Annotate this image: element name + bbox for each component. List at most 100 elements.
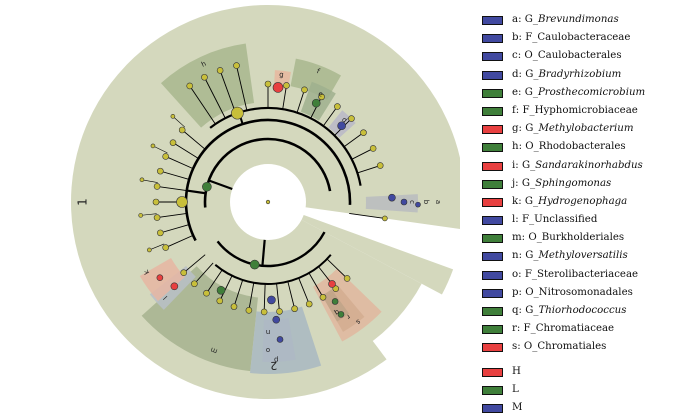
legend-swatch [482, 325, 503, 335]
legend-swatch [482, 252, 503, 262]
clade-highlight-h [160, 43, 255, 128]
legend-label: d: G_Bradyrhizobium [512, 68, 622, 80]
taxon-node [180, 269, 188, 277]
legend-label: k: G_Hydrogenophaga [512, 195, 628, 207]
legend-label: n: G_Methyloversatilis [512, 250, 628, 262]
taxon-node [162, 153, 169, 160]
phylum-sector-gap [268, 202, 454, 295]
legend-taxon-name: Hyphomicrobiaceae [534, 104, 638, 116]
biomarker-node-beta [249, 259, 260, 270]
legend-item-p: p: O_Nitrosomonadales [478, 286, 698, 304]
taxon-node [260, 308, 268, 316]
branch-leaf [157, 212, 187, 219]
biomarker-node-o [272, 315, 281, 324]
taxon-node [178, 126, 186, 134]
biomarker-node-s [328, 280, 336, 288]
taxon-node [152, 198, 160, 206]
legend-taxon-name: Sterolibacteriaceae [536, 268, 639, 280]
legend-class-label: H [512, 365, 521, 377]
legend-swatch [482, 34, 503, 44]
branch-leaf [219, 70, 237, 114]
legend-letter: g [512, 123, 519, 135]
legend-class-label: L [512, 383, 519, 395]
taxon-node [369, 145, 377, 152]
taxon-node [191, 280, 198, 288]
legend-swatch [482, 307, 503, 316]
biomarker-node-a [415, 201, 421, 208]
taxon-node [283, 82, 290, 89]
legend-item-g: g: G_Methylobacterium [478, 122, 698, 140]
branch-leaf [343, 132, 364, 148]
biomarker-node-m [216, 285, 226, 295]
branch-leaf [326, 258, 348, 279]
legend-letter: n [512, 250, 519, 262]
branch-leaf [181, 129, 206, 150]
taxon-node [162, 244, 169, 251]
legend-letter: h [512, 141, 519, 153]
legend-taxon-name: Hydrogenophaga [538, 195, 628, 207]
clade-letter-c: c [408, 200, 416, 204]
taxon-node [318, 93, 325, 101]
branch-root-1 [207, 179, 233, 191]
legend-letter: f [512, 104, 516, 116]
taxon-node [153, 214, 161, 221]
legend-rank: F [522, 104, 530, 116]
branch-root-2 [261, 239, 266, 266]
legend-letter: i [512, 159, 516, 171]
branch-leaf [165, 156, 194, 170]
legend-class-label: M [512, 401, 523, 413]
legend-taxon-name: Unclassified [534, 214, 598, 226]
root-node [265, 199, 271, 205]
legend-letter: p [512, 286, 519, 298]
legend-label: f: F_Hyphomicrobiaceae [512, 104, 638, 116]
legend-item-r: r: F_Chromatiaceae [478, 322, 698, 340]
legend-item-a: a: G_Brevundimonas [478, 13, 698, 31]
taxon-node [216, 67, 224, 74]
taxon-node [138, 213, 144, 218]
legend-taxon-name: Methyloversatilis [538, 250, 628, 262]
legend-label: g: G_Methylobacterium [512, 123, 634, 135]
legend-class-L: L [478, 383, 698, 401]
clade-letter-b: b [422, 200, 430, 205]
taxon-node-large [176, 196, 188, 208]
legend-label: o: F_Sterolibacteriaceae [512, 268, 639, 280]
taxon-node [301, 86, 308, 94]
legend-taxon-name: Burkholderiales [541, 232, 625, 244]
legend-taxon-name: Rhodobacterales [538, 141, 626, 153]
taxon-node [216, 297, 224, 305]
branch-leaf [219, 275, 233, 302]
legend-letter: q [512, 305, 519, 316]
legend-swatch [482, 16, 503, 25]
taxon-node [230, 303, 238, 310]
legend-label: i: G_Sandarakinorhabdus [512, 159, 643, 171]
taxon-node [343, 275, 351, 282]
branch-leaf [357, 165, 381, 174]
clade-letter-h: h [200, 60, 207, 69]
legend-rank: G [524, 195, 533, 207]
biomarker-node-q [337, 311, 345, 318]
biomarker-node-i [170, 282, 179, 291]
taxon-node [348, 115, 355, 122]
biomarker-node-c [388, 193, 396, 202]
taxon-node [170, 114, 176, 119]
legend-taxon-name: Methylobacterium [538, 123, 634, 135]
legend-swatch [482, 88, 503, 98]
legend-label: b: F_Caulobacteraceae [512, 32, 631, 44]
clade-letter-a: a [434, 200, 442, 204]
legend-taxon-name: Bradyrhizobium [538, 68, 622, 80]
clade-letter-k: k [142, 267, 151, 275]
clade-letter-r: r [345, 313, 352, 321]
clade-letter-n: n [266, 328, 270, 336]
clade-letter-f: f [316, 67, 322, 76]
biomarker-node-alpha [202, 181, 212, 192]
legend-taxon-name: Caulobacterales [537, 50, 622, 62]
taxon-node [233, 62, 240, 69]
legend-item-h: h: O_Rhodobacterales [478, 140, 698, 158]
legend-swatch [482, 106, 503, 116]
taxon-node [150, 143, 156, 149]
legend-taxon-name: Sandarakinorhabdus [535, 159, 643, 171]
taxon-node [157, 229, 164, 237]
